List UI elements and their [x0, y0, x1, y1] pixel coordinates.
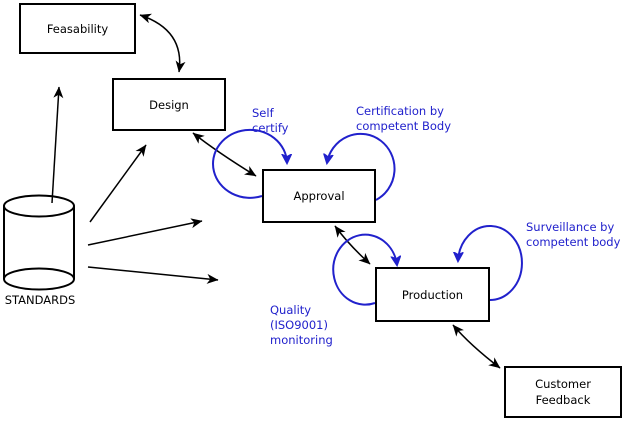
arrow-standards-feasability	[51, 86, 64, 204]
node-label: Approval	[293, 189, 345, 203]
arrow-standards-design	[89, 144, 147, 223]
annotation-line: (ISO9001)	[270, 318, 328, 332]
arrow-standards-approval	[87, 218, 203, 246]
annotation-line: Self	[252, 106, 274, 120]
annotation-line: competent body	[526, 235, 621, 249]
annotation-certification: Certification by competent Body	[356, 104, 451, 134]
annotation-line: Quality	[270, 303, 312, 317]
annotation-surveillance: Surveillance by competent body	[526, 220, 620, 250]
arrow-feasability-design	[139, 13, 186, 73]
node-label: Production	[401, 287, 464, 302]
node-label-line: Feedback	[535, 393, 591, 407]
loop-self-certify	[212, 128, 287, 199]
annotation-line: competent Body	[356, 119, 452, 133]
standards-label: STANDARDS	[4, 293, 76, 307]
node-approval: Approval	[262, 169, 376, 223]
node-customer-feedback: Customer Feedback	[504, 366, 622, 418]
annotation-line: certify	[252, 121, 289, 135]
annotation-quality-monitoring: Quality (ISO9001) monitoring	[270, 303, 333, 348]
annotation-self-certify: Self certify	[252, 106, 288, 136]
arrow-approval-production	[334, 225, 371, 265]
annotation-line: monitoring	[270, 333, 333, 347]
node-label: Design	[149, 97, 189, 112]
loop-surveillance	[458, 225, 523, 301]
node-label-line: Customer	[535, 377, 591, 391]
node-feasability: Feasability	[19, 3, 136, 54]
node-production: Production	[375, 267, 490, 322]
node-label: Feasability	[46, 21, 109, 36]
arrow-design-approval	[192, 132, 257, 177]
arrow-standards-production	[87, 266, 219, 284]
loop-quality-monitoring	[332, 233, 397, 306]
annotation-line: Surveillance by	[526, 220, 615, 234]
standards-cylinder	[3, 194, 75, 291]
arrow-production-feedback	[452, 324, 501, 369]
annotation-line: Certification by	[356, 104, 444, 118]
loop-certification	[327, 132, 396, 201]
node-design: Design	[112, 78, 226, 131]
